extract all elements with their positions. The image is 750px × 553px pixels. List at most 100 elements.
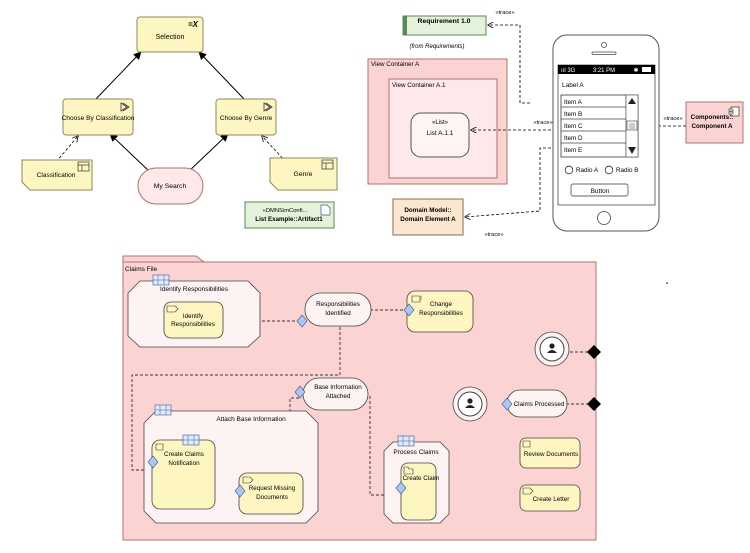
phone-scrollbar[interactable] (625, 94, 639, 158)
view-container-a1[interactable]: View Container A.1 «List» List A.1.1 (388, 78, 498, 179)
view-container-a1-label: View Container A.1 (392, 82, 446, 89)
decision-chevron-icon (263, 102, 273, 112)
scroll-thumb[interactable] (626, 120, 638, 131)
status-time: 3:21 PM (593, 68, 615, 74)
identify-task-label-2: Responsibilities (171, 321, 215, 328)
subprocess-icon (152, 274, 170, 286)
subprocess-icon (154, 404, 172, 416)
gateway-diamond-icon (587, 345, 601, 359)
review-documents-label: Review Documents (524, 451, 578, 458)
list-item[interactable]: Item D (564, 135, 583, 142)
domain-element-line1: Domain Model:: (404, 207, 451, 214)
diamond-port-icon (403, 303, 415, 317)
connector-classification-to-selection (95, 51, 142, 100)
responsibilities-identified-line1: Responsibilities (316, 301, 360, 308)
request-missing-documents-task[interactable]: Request Missing Documents (234, 472, 304, 515)
diamond-port-icon (296, 314, 308, 328)
document-icon (320, 204, 331, 216)
domain-element-node[interactable]: Domain Model:: Domain Element A (392, 198, 464, 236)
top-right-diagram: Requirement 1.0 (from Requirements) View… (367, 10, 744, 238)
phone-status-bar (558, 65, 655, 74)
identify-task-label-1: Identify (183, 313, 204, 320)
attach-group-label: Attach Base Information (216, 416, 286, 423)
phone-listbox[interactable] (560, 94, 639, 158)
claims-file-title: Claims File (125, 266, 158, 273)
requirement-from: (from Requirements) (409, 44, 464, 50)
phone-camera-icon (601, 42, 607, 48)
responsibilities-identified-line2: Identified (325, 310, 351, 317)
scroll-down-icon[interactable] (628, 147, 636, 154)
view-container-a[interactable]: View Container A View Container A.1 «Lis… (367, 58, 508, 185)
trace-label-1: «trace» (495, 10, 514, 16)
subprocess-icon (182, 434, 200, 446)
decision-chevron-icon (120, 102, 130, 112)
change-responsibilities-line2: Responsibilities (419, 310, 463, 317)
domain-element-line2: Domain Element A (400, 216, 456, 223)
create-claims-notification-line1: Create Claims (164, 451, 204, 458)
list-item[interactable]: Item A (564, 99, 583, 106)
task-tag-icon (166, 305, 179, 313)
component-node[interactable]: Components:: Component A (685, 101, 744, 144)
classification-node[interactable]: Classification (21, 159, 93, 191)
list-element[interactable]: «List» List A.1.1 (410, 112, 470, 158)
artifact-node[interactable]: «DMNSimConfi... List Example::Artifact1 (244, 201, 335, 229)
request-missing-line2: Documents (256, 494, 288, 501)
create-claims-notification-line2: Notification (168, 460, 200, 467)
phone-button[interactable]: Button (570, 183, 629, 197)
diamond-port-icon (501, 397, 513, 411)
change-responsibilities-task[interactable]: Change Responsibilities (403, 290, 474, 333)
identify-group-label: Identify Responsibilities (160, 286, 229, 293)
top-left-diagram: =X Selection Choose By Classification Ch… (21, 16, 338, 229)
phone-label-a: Label A (562, 82, 584, 89)
diamond-port-icon (234, 484, 246, 498)
table-icon (77, 161, 90, 172)
trace-label-2: «trace» (533, 120, 552, 126)
phone-mockup[interactable]: ııl 3G 3:21 PM ✱ Label A Item A Item B I… (552, 34, 660, 232)
artifact-name: List Example::Artifact1 (255, 216, 323, 223)
claims-processed-label: Claims Processed (514, 401, 565, 408)
attach-base-information-group[interactable]: Attach Base Information Create Claims No… (143, 404, 319, 524)
component-line2: Component A (691, 123, 732, 130)
list-item[interactable]: Item E (564, 147, 582, 154)
event-actor-top[interactable] (534, 331, 601, 367)
phone-button-label: Button (591, 188, 610, 195)
genre-node[interactable]: Genre (269, 157, 338, 191)
review-documents-task[interactable]: Review Documents (519, 437, 581, 469)
responsibilities-identified-node[interactable]: Responsibilities Identified (296, 292, 372, 328)
task-tag-icon (522, 487, 534, 495)
list-item[interactable]: Item B (564, 111, 582, 118)
event-actor-bottom[interactable] (452, 386, 488, 422)
phone-home-button[interactable] (597, 211, 611, 225)
process-group-label: Process Claims (393, 449, 439, 456)
create-letter-label: Create Letter (533, 496, 570, 503)
list-item[interactable]: Item C (564, 123, 583, 130)
user-icon (465, 398, 475, 408)
choose-by-genre-label: Choose By Genre (220, 115, 273, 122)
requirement-node[interactable]: Requirement 1.0 (402, 15, 487, 36)
radio-a[interactable]: Radio A (564, 165, 599, 175)
stray-dot (666, 282, 668, 284)
create-claim-label: Create Claim (403, 475, 440, 482)
claims-processed-node[interactable]: Claims Processed (501, 389, 601, 418)
base-info-attached-line2: Attached (326, 393, 351, 400)
my-search-node[interactable]: My Search (137, 167, 204, 205)
create-claims-notification-task[interactable]: Create Claims Notification (147, 434, 216, 510)
radio-b[interactable]: Radio B (604, 165, 638, 175)
choose-by-classification-node[interactable]: Choose By Classification (62, 98, 135, 136)
selection-node[interactable]: =X Selection (136, 16, 204, 53)
classification-label: Classification (37, 172, 76, 179)
trace-label-4: «trace» (663, 116, 682, 122)
create-letter-task[interactable]: Create Letter (519, 484, 581, 512)
process-claims-group[interactable]: Process Claims Create Claim (383, 435, 450, 524)
identify-responsibilities-task[interactable]: Identify Responsibilities (163, 301, 224, 339)
task-tag-icon (242, 476, 254, 484)
scroll-up-icon[interactable] (628, 98, 636, 104)
gateway-diamond-icon (587, 397, 601, 411)
choose-by-genre-node[interactable]: Choose By Genre (215, 98, 277, 136)
base-information-attached-node[interactable]: Base Information Attached (294, 377, 369, 411)
identify-responsibilities-group[interactable]: Identify Responsibilities Identify Respo… (127, 274, 261, 348)
genre-label: Genre (294, 171, 313, 178)
trace-connector-domain (465, 147, 561, 217)
create-claim-task[interactable]: Create Claim (395, 462, 440, 521)
